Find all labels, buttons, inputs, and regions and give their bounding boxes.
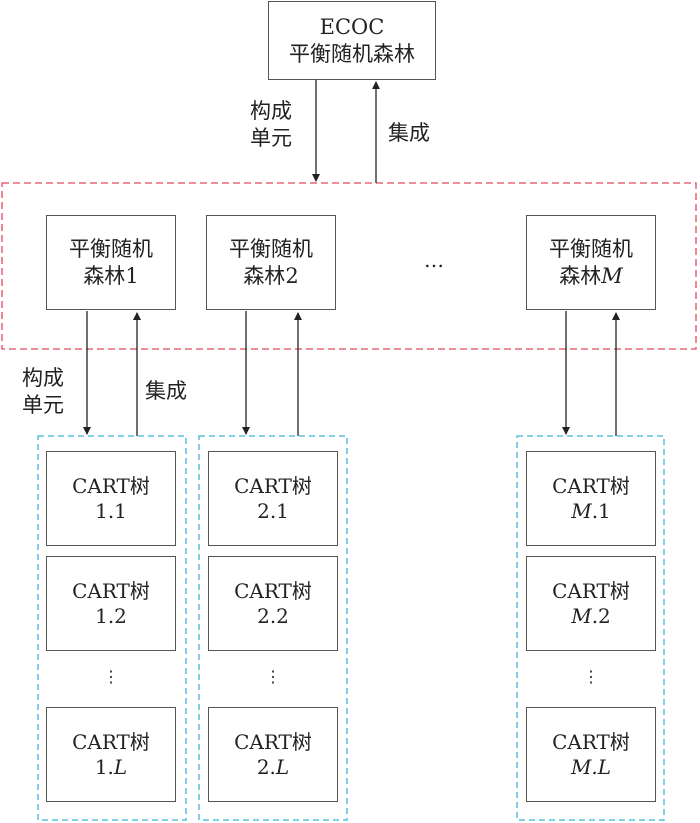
tree-ellipsis-2: ⋮ xyxy=(265,667,281,686)
tree-index: 2.L xyxy=(256,754,290,779)
forest-node-label: 平衡随机 xyxy=(229,237,313,262)
cart-tree-2-2: CART树 2.2 xyxy=(208,556,338,651)
forest-node-2: 平衡随机 森林2 xyxy=(206,215,336,310)
cart-tree-m-2: CART树 M.2 xyxy=(526,556,656,651)
tree-name: CART树 xyxy=(552,729,630,754)
tree-name: CART树 xyxy=(72,578,150,603)
forest-node-label: 平衡随机 xyxy=(69,237,153,262)
forest-compose-label-line2: 单元 xyxy=(22,393,64,418)
forest-integrate-label: 集成 xyxy=(145,379,187,403)
forest-node-m: 平衡随机 森林M xyxy=(526,215,656,310)
forest-node-sublabel: 森林M xyxy=(559,263,623,288)
ecoc-node-subtitle: 平衡随机森林 xyxy=(289,41,415,66)
forest-node-1: 平衡随机 森林1 xyxy=(46,215,176,310)
tree-ellipsis-1: ⋮ xyxy=(103,667,119,686)
tree-index: M.2 xyxy=(571,603,611,628)
tree-index: 1.1 xyxy=(95,498,127,523)
cart-tree-2-l: CART树 2.L xyxy=(208,707,338,802)
cart-tree-m-l: CART树 M.L xyxy=(526,707,656,802)
top-compose-label-line2: 单元 xyxy=(250,126,292,151)
forest-ellipsis: … xyxy=(424,248,444,272)
tree-name: CART树 xyxy=(234,729,312,754)
top-integrate-label: 集成 xyxy=(388,121,430,145)
tree-ellipsis-m: ⋮ xyxy=(583,667,599,686)
top-compose-label-line1: 构成 xyxy=(250,99,292,123)
tree-name: CART树 xyxy=(234,578,312,603)
tree-group-container-2 xyxy=(198,435,348,821)
forest-group-container xyxy=(1,182,697,350)
tree-name: CART树 xyxy=(72,473,150,498)
tree-name: CART树 xyxy=(234,473,312,498)
forest-node-sublabel: 森林1 xyxy=(83,263,139,288)
cart-tree-1-2: CART树 1.2 xyxy=(46,556,176,651)
cart-tree-1-1: CART树 1.1 xyxy=(46,451,176,546)
forest-compose-label: 构成 单元 xyxy=(22,365,64,420)
tree-index: 1.2 xyxy=(95,603,127,628)
tree-group-container-m xyxy=(516,435,665,821)
tree-index: M.L xyxy=(570,754,612,779)
tree-group-container-1 xyxy=(37,435,187,821)
cart-tree-2-1: CART树 2.1 xyxy=(208,451,338,546)
ecoc-node-title: ECOC xyxy=(319,15,385,40)
tree-name: CART树 xyxy=(72,729,150,754)
tree-index: 2.2 xyxy=(257,603,289,628)
tree-index: M.1 xyxy=(571,498,611,523)
tree-index: 2.1 xyxy=(257,498,289,523)
cart-tree-1-l: CART树 1.L xyxy=(46,707,176,802)
forest-compose-label-line1: 构成 xyxy=(22,366,64,390)
tree-name: CART树 xyxy=(552,473,630,498)
top-compose-label: 构成 单元 xyxy=(250,98,292,153)
forest-node-label: 平衡随机 xyxy=(549,237,633,262)
cart-tree-m-1: CART树 M.1 xyxy=(526,451,656,546)
tree-name: CART树 xyxy=(552,578,630,603)
ecoc-forest-node: ECOC 平衡随机森林 xyxy=(268,1,436,80)
forest-node-sublabel: 森林2 xyxy=(243,263,299,288)
tree-index: 1.L xyxy=(94,754,128,779)
